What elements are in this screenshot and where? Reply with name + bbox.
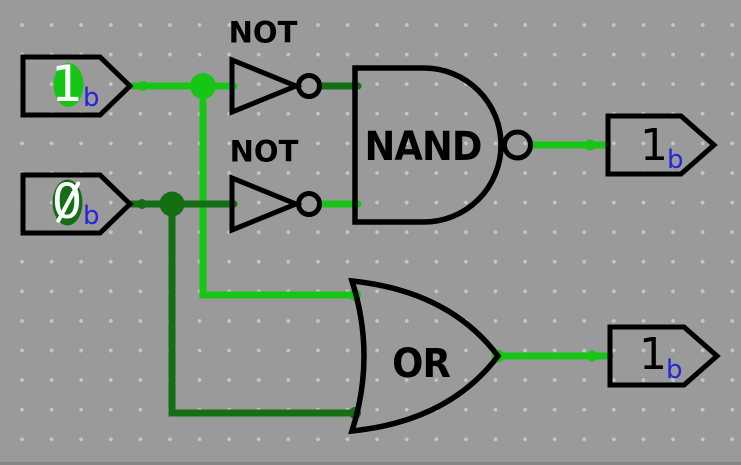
output-pin-2[interactable] (607, 324, 721, 388)
junction-dot-2 (159, 191, 185, 217)
canvas-bottom-edge (0, 462, 741, 465)
not-gate-1-label: NOT (228, 15, 298, 50)
output-pin-2-value: 1 (639, 329, 667, 380)
output-pin-1-value: 1 (640, 120, 668, 171)
wire-node-in2 (137, 199, 147, 209)
not-gate-1-triangle[interactable] (229, 56, 303, 116)
nand-gate-body[interactable] (352, 65, 504, 225)
not-gate-1-bubble[interactable] (296, 73, 322, 99)
not-gate-2-triangle[interactable] (229, 174, 303, 234)
output-pin-1-radix: b (667, 145, 684, 175)
input-pin-1-value[interactable]: 1 (51, 55, 83, 113)
not-gate-2-label: NOT (229, 134, 299, 169)
wire-junction2-to-or-bottom (168, 200, 358, 417)
wire-junction1-to-or-top (199, 82, 358, 299)
output-pin-1[interactable] (605, 113, 718, 177)
nand-gate-bubble[interactable] (502, 129, 533, 161)
input-pin-1-shape[interactable] (20, 54, 134, 118)
not-gate-2-bubble[interactable] (296, 191, 322, 217)
input-pin-1-state-ellipse[interactable] (53, 63, 84, 107)
nand-gate[interactable] (352, 65, 533, 225)
input-pin-1-radix: b (83, 83, 100, 113)
output-pin-1-shape[interactable] (605, 113, 718, 177)
output-pin-2-shape[interactable] (607, 324, 721, 388)
input-pin-1[interactable] (20, 54, 134, 118)
not-gate-1[interactable] (229, 56, 322, 116)
wire-node-in1 (138, 81, 148, 91)
not-gate-2[interactable] (229, 174, 322, 234)
output-pin-2-radix: b (666, 355, 683, 385)
nand-gate-label: NAND (364, 124, 483, 170)
or-gate[interactable] (348, 277, 502, 435)
input-pin-2-shape[interactable] (20, 172, 134, 236)
wire-node-out1 (584, 139, 596, 151)
or-gate-body[interactable] (348, 277, 502, 435)
or-gate-label: OR (392, 341, 451, 387)
junction-dot-1 (190, 73, 216, 99)
wire-node-out2 (586, 350, 598, 362)
input-pin-2-radix: b (83, 201, 100, 231)
wires (127, 73, 614, 419)
